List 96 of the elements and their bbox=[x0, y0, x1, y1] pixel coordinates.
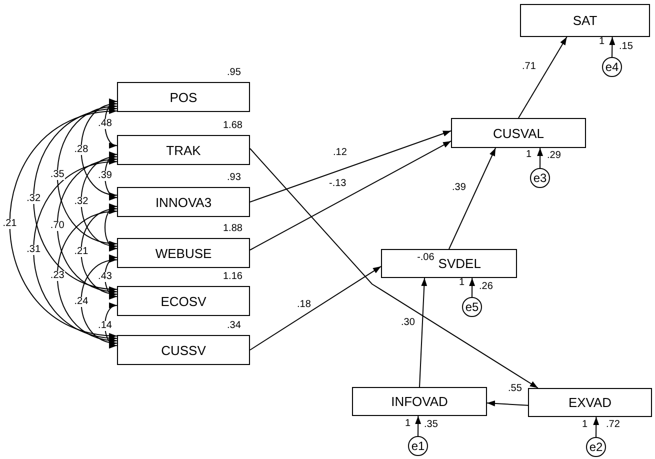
covariance-arrow bbox=[104, 304, 118, 347]
edge-label: .18 bbox=[296, 300, 312, 310]
variable-box bbox=[117, 187, 250, 217]
covariance-arrow bbox=[104, 153, 118, 199]
error-label: e4 bbox=[605, 61, 619, 73]
edge-label: .21 bbox=[73, 246, 90, 256]
edge-label: 1 bbox=[525, 150, 533, 160]
path-arrow bbox=[415, 416, 422, 436]
edge-label: 1 bbox=[598, 37, 606, 47]
variable-box bbox=[117, 135, 250, 165]
edge-label: 1 bbox=[581, 420, 589, 430]
variable-name: EXVAD bbox=[568, 396, 612, 409]
path-arrow bbox=[486, 400, 528, 406]
edge-label: .39 bbox=[451, 183, 467, 193]
edge-label: .21 bbox=[2, 218, 18, 228]
path-arrow bbox=[469, 278, 476, 298]
edge-label: .71 bbox=[521, 62, 537, 72]
variance-value: .72 bbox=[605, 420, 621, 430]
variable-name: SVDEL bbox=[438, 257, 481, 270]
edge-label: 1 bbox=[458, 278, 466, 288]
error-label: e1 bbox=[411, 440, 425, 452]
error-circle bbox=[530, 168, 550, 188]
covariance-arrow bbox=[33, 106, 118, 292]
variance-value: .35 bbox=[423, 420, 439, 430]
variable-name: POS bbox=[170, 90, 198, 104]
variable-box bbox=[117, 238, 250, 268]
edge-label: -.13 bbox=[328, 179, 348, 189]
variance-value: 1.16 bbox=[222, 272, 244, 282]
covariance-arrow bbox=[104, 205, 118, 250]
path-arrow bbox=[250, 140, 452, 250]
variable-name: TRAK bbox=[166, 144, 201, 156]
edge-label: .14 bbox=[97, 320, 113, 330]
covariance-arrow bbox=[80, 102, 118, 197]
error-label: e3 bbox=[533, 172, 547, 184]
edge-label: .32 bbox=[26, 194, 42, 204]
variance-value: 1.68 bbox=[222, 121, 244, 131]
covariance-arrow bbox=[33, 160, 118, 340]
error-label: e2 bbox=[589, 441, 603, 453]
variance-value: .34 bbox=[226, 321, 242, 331]
edge-label: .48 bbox=[97, 118, 113, 128]
edge-label: .35 bbox=[49, 170, 66, 180]
variable-name: CUSSV bbox=[161, 344, 206, 356]
edge-label: .31 bbox=[26, 245, 42, 255]
variance-value: 1.88 bbox=[222, 224, 244, 234]
path-arrow bbox=[448, 148, 496, 250]
variable-box bbox=[520, 4, 650, 37]
error-circle bbox=[408, 436, 428, 456]
path-arrow bbox=[250, 130, 452, 202]
variance-value: .26 bbox=[478, 282, 494, 292]
covariance-arrow bbox=[56, 104, 118, 246]
variance-value: .95 bbox=[226, 68, 242, 78]
error-circle bbox=[602, 57, 622, 77]
edge-label: .28 bbox=[73, 144, 90, 154]
variable-box bbox=[451, 118, 586, 148]
edge-label: 1 bbox=[404, 419, 412, 429]
error-circle bbox=[462, 297, 482, 317]
edge-label: .55 bbox=[507, 384, 523, 394]
variable-box bbox=[381, 249, 517, 278]
edge-label: .70 bbox=[49, 220, 66, 230]
edge-label: .32 bbox=[73, 196, 90, 206]
covariance-arrow bbox=[56, 209, 118, 343]
variable-box bbox=[117, 335, 250, 365]
edge-label: .12 bbox=[332, 148, 348, 158]
variable-name: INFOVAD bbox=[391, 395, 448, 408]
variable-box bbox=[352, 387, 487, 416]
path-arrow bbox=[250, 148, 538, 388]
edge-label: .23 bbox=[49, 271, 66, 281]
covariance-arrow bbox=[9, 109, 118, 338]
variable-name: SAT bbox=[572, 14, 598, 27]
covariance-arrow bbox=[80, 207, 118, 296]
path-arrow bbox=[250, 266, 382, 350]
path-arrow bbox=[537, 148, 544, 168]
error-circle bbox=[586, 437, 606, 457]
variable-box bbox=[117, 286, 250, 316]
edge-label: .30 bbox=[400, 318, 416, 328]
path-arrow bbox=[518, 36, 568, 118]
covariance-arrow bbox=[80, 258, 118, 345]
edge-label: .43 bbox=[97, 272, 113, 282]
path-arrow bbox=[419, 278, 428, 388]
error-label: e5 bbox=[465, 301, 479, 313]
variable-name: WEBUSE bbox=[155, 246, 212, 260]
covariance-arrow bbox=[56, 157, 118, 294]
variable-box bbox=[117, 82, 250, 112]
variable-box bbox=[528, 388, 652, 417]
variable-name: ECOSV bbox=[160, 294, 206, 308]
covariance-arrow bbox=[80, 155, 118, 248]
variable-name: INNOVA3 bbox=[155, 196, 212, 208]
variance-value: .15 bbox=[618, 42, 634, 52]
variance-value: .93 bbox=[226, 173, 242, 183]
variable-name: CUSVAL bbox=[492, 126, 544, 140]
path-arrow bbox=[609, 36, 616, 58]
path-arrow bbox=[593, 416, 600, 438]
edge-label: .24 bbox=[73, 296, 90, 306]
variance-value: .29 bbox=[546, 151, 562, 161]
intercept-value: -.06 bbox=[417, 253, 434, 263]
edge-label: .39 bbox=[97, 171, 113, 181]
